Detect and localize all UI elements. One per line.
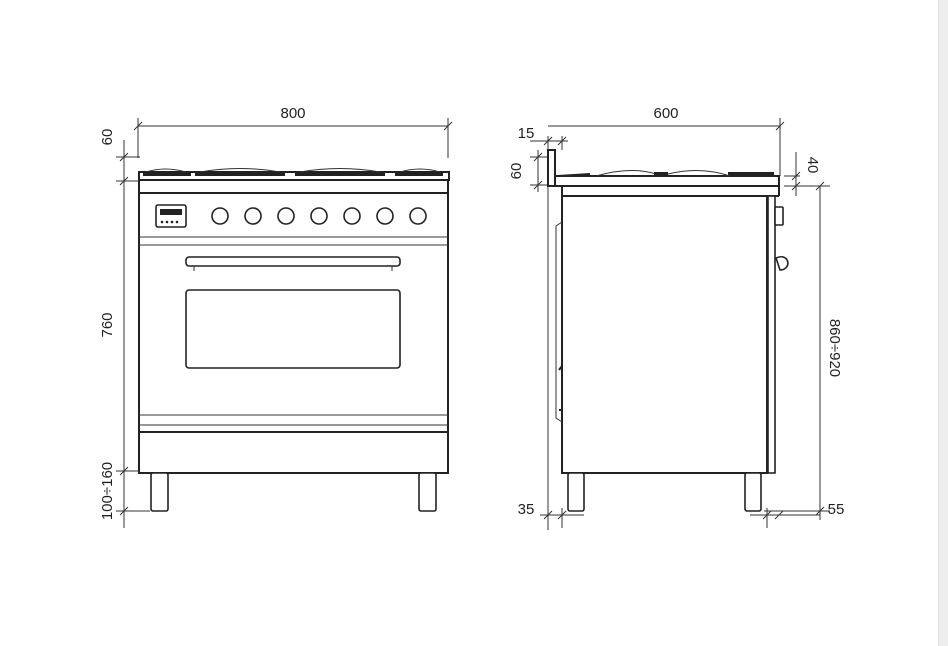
control-knob [211,207,229,225]
control-knob [376,207,394,225]
control-knob [244,207,262,225]
side-back-dimension: 15 [518,125,568,530]
side-height-label: 860÷920 [826,319,843,377]
control-knob [310,207,328,225]
control-knob [343,207,361,225]
front-width-dimension: 800 [133,105,453,158]
side-cabinet [561,195,768,474]
front-cooktop [138,168,450,181]
front-left-leg [150,472,169,512]
side-handle-profile [775,256,789,271]
control-knob [409,207,427,225]
front-oven-door [139,244,448,433]
side-rear-leg-label: 55 [828,501,845,518]
side-front-leg-label: 35 [518,501,535,518]
front-legs-label: 100÷160 [99,462,116,520]
control-knob [277,207,295,225]
front-height-dimensions: 60 760 100÷160 [99,129,150,528]
side-top-dimension: 60 [508,150,556,192]
side-height-dimension: 860÷920 [764,181,843,520]
side-view: 600 15 60 [508,105,844,530]
side-rear-leg-dimension: 55 [750,501,844,528]
side-top-label: 60 [508,163,525,180]
side-door-edge [767,195,776,474]
side-depth-dimension: 600 [548,105,785,176]
side-front-leg [744,472,762,512]
side-cooktop [547,149,780,197]
side-knob-profile [774,206,784,226]
side-front-leg-dimension: 35 [518,501,584,528]
front-top-label: 60 [99,129,116,146]
front-body-label: 760 [99,312,116,337]
side-right-top-dimension: 40 [784,152,830,196]
front-width-label: 800 [280,105,305,122]
front-view: 800 60 760 100÷160 [99,105,453,528]
side-rear-leg [567,472,585,512]
side-back-label: 15 [518,125,535,142]
page-scrollbar[interactable] [938,0,948,646]
side-depth-label: 600 [653,105,678,122]
oven-window [185,289,401,369]
display-timer [155,204,187,228]
side-right-top-label: 40 [804,157,821,174]
front-control-panel [139,204,448,238]
oven-door-handle [185,256,401,267]
front-right-leg [418,472,437,512]
